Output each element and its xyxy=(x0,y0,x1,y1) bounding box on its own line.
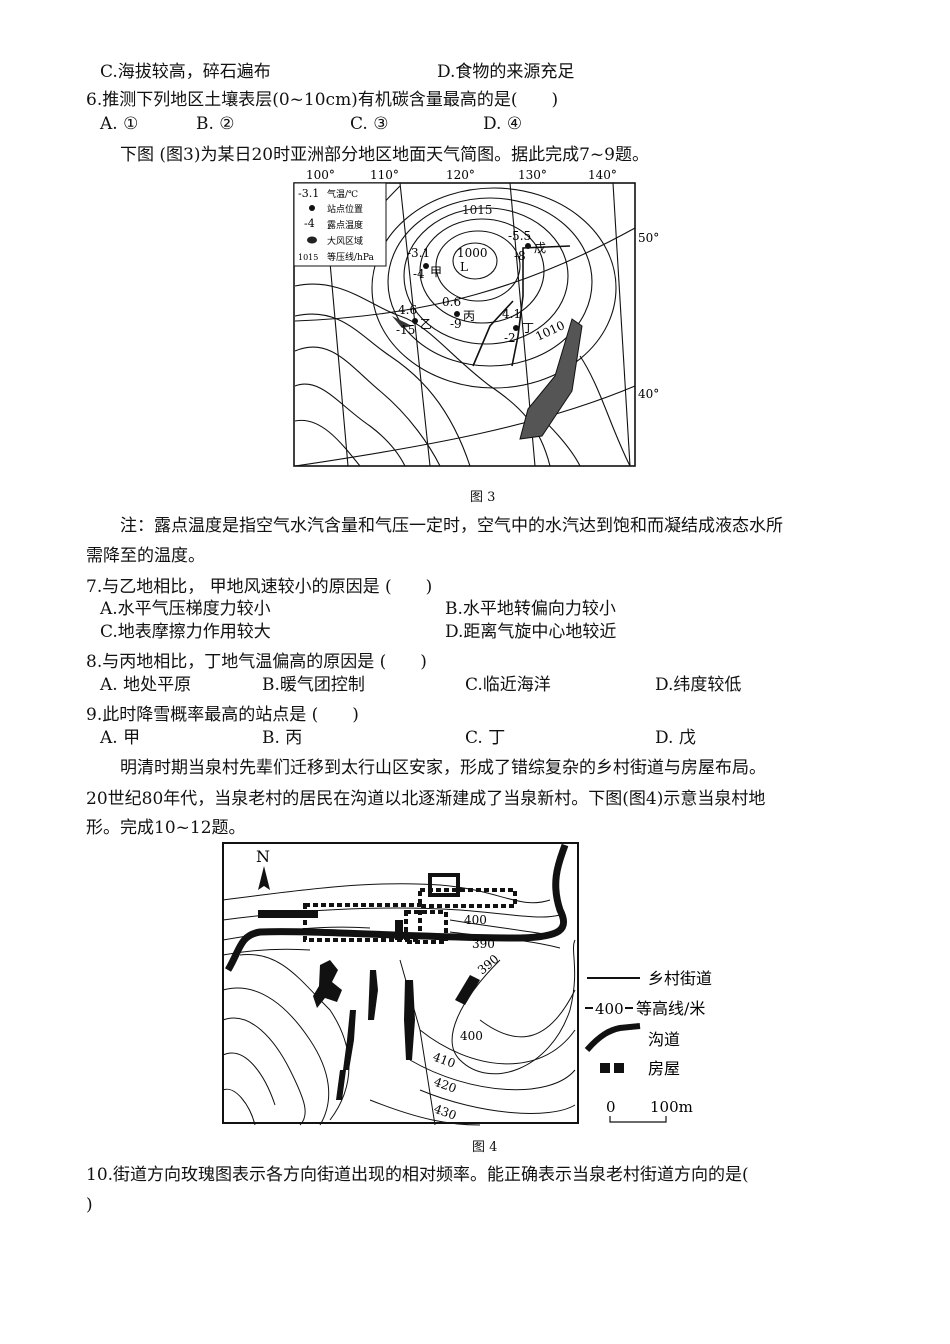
isobar-1010: 1010 xyxy=(533,318,567,344)
contour-420: 420 xyxy=(432,1075,458,1096)
legend-isobar-sample: 1015 xyxy=(298,253,318,262)
north-label: N xyxy=(256,847,270,866)
q8-option-c: C.临近海洋 xyxy=(465,675,551,695)
station-yi-name: 乙 xyxy=(420,317,432,331)
legend-dew-label: 露点温度 xyxy=(327,219,363,231)
lat-50: 50° xyxy=(638,231,659,245)
q9-option-a: A. 甲 xyxy=(100,728,141,748)
lon-120: 120° xyxy=(446,168,475,182)
legend-street: 乡村街道 xyxy=(648,969,712,988)
contour-400-south: 400 xyxy=(460,1029,483,1043)
legend-house: 房屋 xyxy=(648,1059,680,1078)
q6-option-b: B. ② xyxy=(196,114,235,134)
q10-line1: 10.街道方向玫瑰图表示各方向街道出现的相对频率。能正确表示当泉老村街道方向的是… xyxy=(86,1165,749,1185)
legend-isobar-label: 等压线/hPa xyxy=(327,251,374,263)
q7-option-d: D.距离气旋中心地较近 xyxy=(445,622,617,642)
station-jia-temp: -3.1 xyxy=(407,246,430,260)
station-jia-dew: -4 xyxy=(413,267,425,281)
weather-map-figure-3: -3.1 气温/℃ 站点位置 -4 露点温度 大风区域 1015 等压线/hPa… xyxy=(293,168,659,467)
legend-wind-label: 大风区域 xyxy=(327,235,363,247)
q6-option-c: C. ③ xyxy=(350,114,389,134)
passage-line3: 形。完成10~12题。 xyxy=(86,818,246,838)
legend-temp-sample: -3.1 xyxy=(298,187,319,200)
contour-410: 410 xyxy=(431,1050,457,1071)
note-line2: 需降至的温度。 xyxy=(86,546,205,566)
q5-option-d: D.食物的来源充足 xyxy=(437,62,575,82)
q9-option-c: C. 丁 xyxy=(465,728,506,748)
legend-contour: 等高线/米 xyxy=(636,999,705,1018)
gale-area-icon xyxy=(307,236,317,244)
q8-option-a: A. 地处平原 xyxy=(100,675,192,695)
q8-option-b: B.暖气团控制 xyxy=(262,675,365,695)
fig4-caption: 图 4 xyxy=(472,1140,498,1155)
contour-430: 430 xyxy=(432,1102,458,1123)
lon-140: 140° xyxy=(588,168,617,182)
legend-dew-sample: -4 xyxy=(304,217,315,230)
lat-40: 40° xyxy=(638,387,659,401)
legend-contour-sample: 400 xyxy=(595,1000,624,1018)
lon-110: 110° xyxy=(370,168,399,182)
contour-390-north: 390 xyxy=(472,937,495,951)
legend-gully: 沟道 xyxy=(648,1030,680,1049)
legend-station-label: 站点位置 xyxy=(327,203,363,215)
fig3-caption: 图 3 xyxy=(470,490,496,505)
q5-option-c: C.海拔较高，碎石遍布 xyxy=(100,62,271,82)
isobar-1015: 1015 xyxy=(462,203,493,217)
station-ding-name: 丁 xyxy=(522,321,534,335)
passage-line2: 20世纪80年代，当泉老村的居民在沟道以北逐渐建成了当泉新村。下图(图4)示意当… xyxy=(86,789,766,809)
station-jia-name: 甲 xyxy=(430,265,442,279)
q7-option-a: A.水平气压梯度力较小 xyxy=(100,599,271,619)
q7-option-b: B.水平地转偏向力较小 xyxy=(445,599,616,619)
lon-130: 130° xyxy=(518,168,547,182)
station-yi-temp: 4.6 xyxy=(398,303,417,317)
q6-stem: 6.推测下列地区土壤表层(0~10cm)有机碳含量最高的是( ) xyxy=(86,90,559,110)
q9-stem: 9.此时降雪概率最高的站点是 ( ) xyxy=(86,705,359,725)
station-ding-dew: -2 xyxy=(504,331,516,345)
q8-option-d: D.纬度较低 xyxy=(655,675,742,695)
station-wu-name: 戊 xyxy=(534,241,546,255)
passage-line1: 明清时期当泉村先辈们迁移到太行山区安家，形成了错综复杂的乡村街道与房屋布局。 xyxy=(120,758,766,778)
station-bing-temp: 0.6 xyxy=(442,295,461,309)
station-wu-dew: -8 xyxy=(514,249,526,263)
q6-option-a: A. ① xyxy=(100,114,139,134)
scale-length: 100m xyxy=(650,1098,693,1116)
low-label: L xyxy=(460,260,468,274)
q7-option-c: C.地表摩擦力作用较大 xyxy=(100,622,271,642)
isobar-1000: 1000 xyxy=(457,246,488,260)
legend-temp-label: 气温/℃ xyxy=(327,188,358,200)
q9-option-b: B. 丙 xyxy=(262,728,303,748)
scale-zero: 0 xyxy=(606,1098,616,1116)
contour-390-east: 390 xyxy=(475,952,502,977)
north-arrow-icon xyxy=(258,866,270,890)
q6-option-d: D. ④ xyxy=(483,114,523,134)
village-terrain-figure-4: N 400 390 390 400 410 420 430 乡村街道 400 等… xyxy=(222,842,712,1126)
contour-400-north: 400 xyxy=(464,913,487,927)
station-bing-name: 丙 xyxy=(463,309,475,323)
station-dot-icon xyxy=(309,205,315,211)
station-wu-temp: -5.5 xyxy=(508,229,531,243)
lon-100: 100° xyxy=(306,168,335,182)
q10-line2: ) xyxy=(86,1195,93,1215)
intro-fig3: 下图 (图3)为某日20时亚洲部分地区地面天气简图。据此完成7~9题。 xyxy=(120,145,649,165)
station-bing-dew: -9 xyxy=(450,317,462,331)
station-yi-dew: -15 xyxy=(396,323,415,337)
house-icon xyxy=(600,1063,610,1073)
q8-stem: 8.与丙地相比，丁地气温偏高的原因是 ( ) xyxy=(86,652,427,672)
gully-icon xyxy=(584,1023,641,1052)
note-line1: 注：露点温度是指空气水汽含量和气压一定时，空气中的水汽达到饱和而凝结成液态水所 xyxy=(120,516,783,536)
q9-option-d: D. 戊 xyxy=(655,728,696,748)
q7-stem: 7.与乙地相比， 甲地风速较小的原因是 ( ) xyxy=(86,577,433,597)
station-ding-temp: 4.1 xyxy=(502,307,521,321)
scale-bar xyxy=(609,1116,667,1123)
